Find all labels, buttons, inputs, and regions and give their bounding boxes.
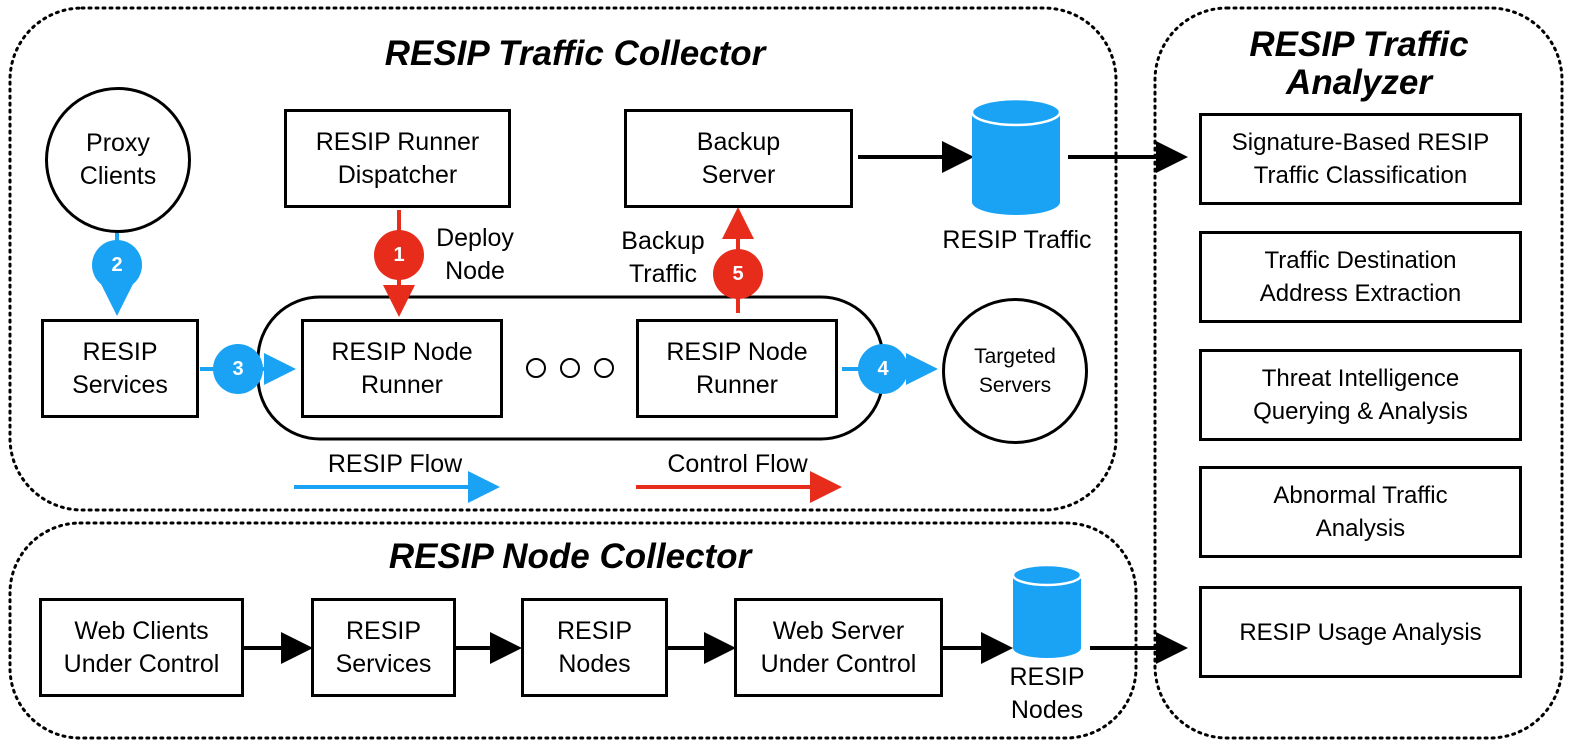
- node-collector-resip-services-box: RESIP Services: [311, 598, 456, 697]
- proxy-clients-node: Proxy Clients: [45, 87, 191, 233]
- runner-dispatcher-box: RESIP Runner Dispatcher: [284, 109, 511, 208]
- node-collector-title: RESIP Node Collector: [388, 537, 752, 576]
- ellipsis-dot-1: [526, 358, 546, 378]
- legend-control-flow-label: Control Flow: [667, 450, 808, 478]
- step-badge-5: 5: [713, 249, 763, 299]
- resip-nodes-db-label: RESIP Nodes: [1009, 663, 1085, 724]
- web-server-box: Web Server Under Control: [734, 598, 943, 697]
- analyzer-module-abnormal-traffic: Abnormal Traffic Analysis: [1199, 466, 1522, 558]
- traffic-collector-region: [8, 6, 1118, 512]
- resip-nodes-box: RESIP Nodes: [521, 598, 668, 697]
- traffic-analyzer-title: RESIP Traffic Analyzer: [1249, 25, 1469, 102]
- analyzer-module-threat-intelligence: Threat Intelligence Querying & Analysis: [1199, 349, 1522, 441]
- ellipsis-dot-3: [594, 358, 614, 378]
- traffic-collector-title: RESIP Traffic Collector: [384, 34, 766, 73]
- legend-resip-flow-label: RESIP Flow: [327, 450, 463, 478]
- analyzer-module-usage-analysis: RESIP Usage Analysis: [1199, 586, 1522, 678]
- step-badge-4: 4: [858, 344, 908, 394]
- resip-nodes-database-icon: [1011, 563, 1083, 658]
- resip-traffic-db-label: RESIP Traffic: [942, 226, 1092, 254]
- node-runner-box-2: RESIP Node Runner: [636, 319, 838, 418]
- step-badge-2: 2: [92, 240, 142, 290]
- resip-traffic-database-icon: [970, 97, 1062, 215]
- targeted-servers-node: Targeted Servers: [942, 298, 1088, 444]
- backup-traffic-label: Backup Traffic: [621, 227, 705, 288]
- analyzer-module-signature-classification: Signature-Based RESIP Traffic Classifica…: [1199, 113, 1522, 205]
- web-clients-box: Web Clients Under Control: [39, 598, 244, 697]
- resip-services-box: RESIP Services: [41, 319, 199, 418]
- analyzer-module-destination-extraction: Traffic Destination Address Extraction: [1199, 231, 1522, 323]
- backup-server-box: Backup Server: [624, 109, 853, 208]
- step-badge-1: 1: [374, 230, 424, 280]
- deploy-node-label: Deploy Node: [436, 224, 514, 285]
- step-badge-3: 3: [213, 344, 263, 394]
- node-collector-region: [8, 521, 1138, 740]
- ellipsis-dot-2: [560, 358, 580, 378]
- node-runner-box-1: RESIP Node Runner: [301, 319, 503, 418]
- traffic-analyzer-region: [1153, 6, 1564, 740]
